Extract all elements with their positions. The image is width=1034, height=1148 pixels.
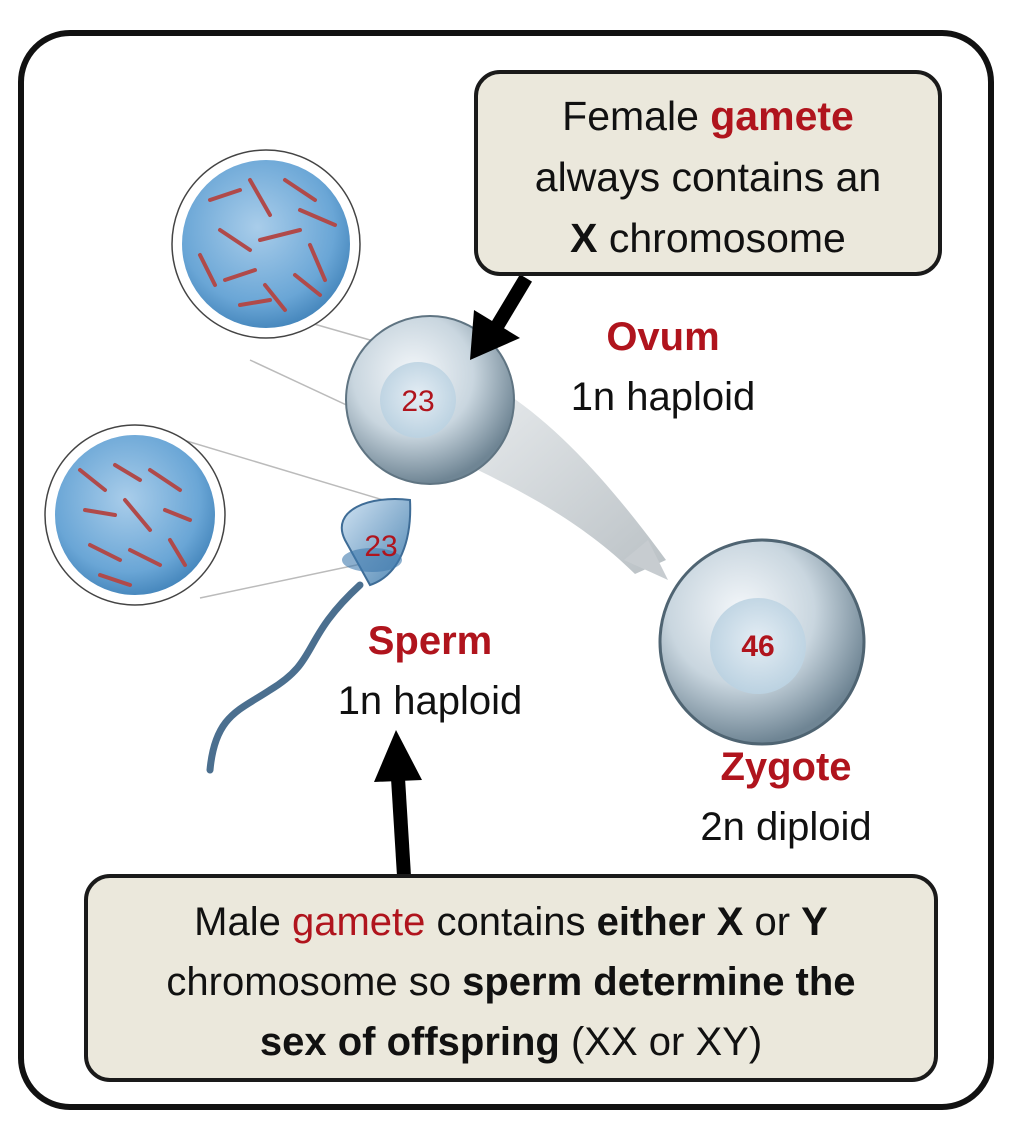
sperm-chromosome-count: 23	[364, 530, 397, 563]
either-x-term: either X	[596, 900, 744, 944]
sperm-label: Sperm 1n haploid	[310, 614, 550, 728]
ovum-chromosome-magnifier	[171, 149, 361, 339]
x-chromosome-term: X	[570, 215, 598, 261]
sperm-cell	[206, 498, 412, 774]
zygote-name: Zygote	[720, 745, 852, 789]
ovum-label: Ovum 1n haploid	[548, 310, 778, 424]
callout-text: chromosome	[597, 215, 846, 261]
callout-line: always contains an	[534, 154, 882, 200]
callout-text: (XX or XY)	[559, 1020, 763, 1064]
gamete-term: gamete	[710, 93, 854, 139]
y-term: Y	[801, 900, 828, 944]
ovum-ploidy: 1n haploid	[570, 375, 756, 419]
callout-text: Female	[562, 93, 711, 139]
zygote-cell	[658, 538, 866, 746]
callout-line: sex of offspring (XX or XY)	[88, 1012, 934, 1072]
sperm-tail	[206, 581, 364, 774]
arrow-to-sperm	[374, 730, 422, 877]
zygote-ploidy: 2n diploid	[700, 805, 872, 849]
zygote-chromosome-count: 46	[741, 630, 774, 663]
callout-text: or	[743, 900, 802, 944]
sperm-ploidy: 1n haploid	[337, 679, 523, 723]
callout-text: Male	[194, 900, 292, 944]
callout-line: Male gamete contains either X or Y	[88, 892, 934, 952]
sperm-chromosome-magnifier	[44, 424, 226, 606]
callout-line: Female gamete	[478, 86, 938, 147]
sex-of-offspring-term: sex of offspring	[259, 1020, 560, 1064]
callout-line: chromosome so sperm determine the	[88, 952, 934, 1012]
chromosome-cluster	[198, 178, 337, 312]
ovum-name: Ovum	[606, 315, 720, 359]
female-gamete-callout: Female gamete always contains an X chrom…	[474, 70, 942, 276]
zygote-label: Zygote 2n diploid	[668, 740, 904, 854]
chromosome-cluster	[78, 463, 192, 587]
gamete-term: gamete	[291, 900, 426, 944]
sperm-determine-term: sperm determine the	[462, 960, 856, 1004]
sperm-name: Sperm	[367, 619, 493, 663]
magnifier-line	[149, 429, 401, 506]
callout-text: contains	[425, 900, 597, 944]
male-gamete-callout: Male gamete contains either X or Y chrom…	[84, 874, 938, 1082]
callout-text: chromosome so	[166, 960, 463, 1004]
arrow-to-ovum	[470, 274, 533, 360]
fertilization-arrowhead	[624, 540, 668, 580]
callout-line: X chromosome	[478, 208, 938, 269]
ovum-chromosome-count: 23	[401, 385, 434, 418]
